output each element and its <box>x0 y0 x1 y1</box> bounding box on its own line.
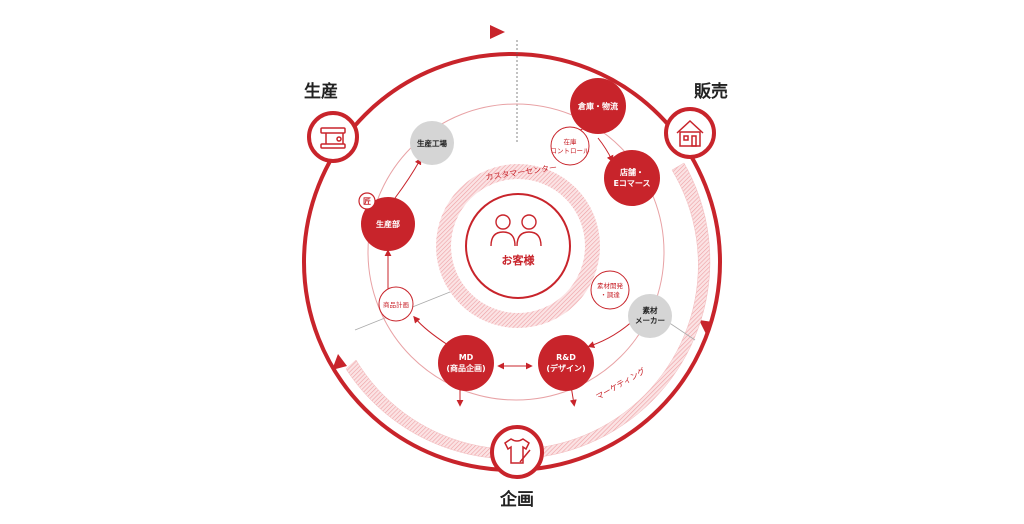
node-material-maker-label-1: 素材 <box>643 305 658 315</box>
node-stores: 店舗・ Eコマース <box>604 150 660 206</box>
node-production-dept-label: 生産部 <box>376 219 400 229</box>
node-rnd: R&D (デザイン) <box>538 335 594 391</box>
node-production-dept: 生産部 匠 <box>358 192 415 251</box>
arrow-production-to-factory <box>394 157 422 199</box>
node-rnd-label-1: R&D <box>556 353 576 362</box>
node-warehouse-label: 倉庫・物流 <box>577 101 618 111</box>
inner-flow-ring <box>367 103 665 401</box>
marketing-label: マーケティング <box>594 365 647 401</box>
node-material-maker-label-2: メーカー <box>635 316 665 325</box>
stage-production <box>307 111 359 163</box>
node-factory-label: 生産工場 <box>417 138 447 148</box>
small-node-material-dev: 素材開発 ・調達 <box>590 270 630 310</box>
customers-icon <box>490 214 542 247</box>
node-material-maker: 素材 メーカー <box>628 294 672 338</box>
small-node-product-plan-label: 商品計画 <box>383 300 409 309</box>
node-warehouse: 倉庫・物流 <box>570 78 626 134</box>
store-icon <box>676 119 704 147</box>
node-stores-label-2: Eコマース <box>613 179 650 188</box>
small-node-material-dev-label-2: ・調達 <box>600 290 620 299</box>
stage-production-label: 生産 <box>304 81 338 102</box>
small-node-inventory: 在庫 コントロール <box>550 126 591 166</box>
craft-badge <box>358 192 376 210</box>
craft-badge-label: 匠 <box>363 197 371 206</box>
tshirt-pen-icon <box>504 438 531 464</box>
node-md: MD (商品企画) <box>438 335 494 391</box>
small-node-inventory-label-1: 在庫 <box>564 137 578 146</box>
node-md-label-1: MD <box>459 353 474 362</box>
node-stores-label-1: 店舗・ <box>620 167 644 177</box>
arrowhead-left <box>332 354 347 370</box>
small-node-material-dev-label-1: 素材開発 <box>597 281 624 290</box>
arrowhead-right <box>699 320 713 334</box>
stage-sales-label: 販売 <box>694 81 728 102</box>
small-node-inventory-label-2: コントロール <box>551 147 591 155</box>
stage-planning-label: 企画 <box>499 489 534 510</box>
node-factory: 生産工場 <box>410 121 454 165</box>
node-rnd-label-2: (デザイン) <box>546 363 585 373</box>
small-node-product-plan: 商品計画 <box>378 286 414 322</box>
node-md-label-2: (商品企画) <box>446 363 485 373</box>
arrow-warehouse-to-stores <box>597 137 614 163</box>
marketing-band <box>345 162 711 460</box>
stage-sales <box>664 107 716 159</box>
arrow-md-to-plan <box>413 315 449 346</box>
customer-label: お客様 <box>502 253 536 267</box>
arrowhead-top <box>490 25 505 39</box>
sewing-machine-icon <box>320 127 346 149</box>
stage-planning <box>490 425 544 479</box>
